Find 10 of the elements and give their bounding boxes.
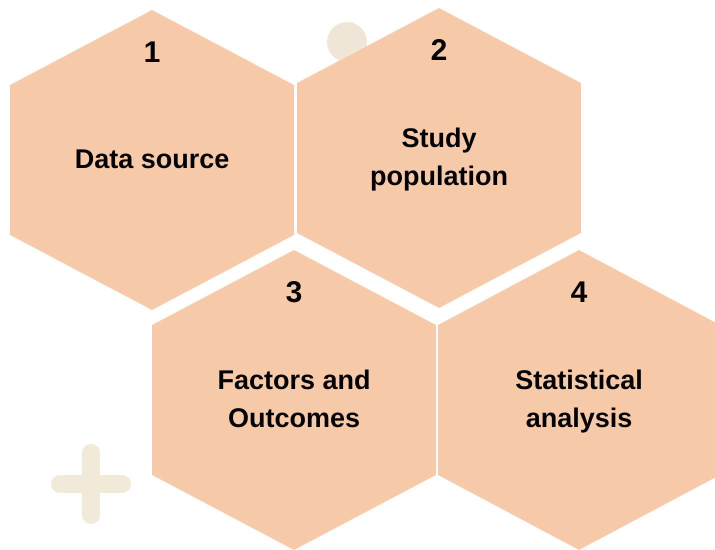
step-number: 4 — [570, 278, 588, 308]
step-number: 3 — [286, 278, 302, 308]
hexagon — [438, 250, 715, 550]
step-title: Study population — [369, 122, 509, 193]
step-number: 2 — [430, 36, 448, 66]
step-title: Factors and Outcomes — [216, 364, 372, 435]
step-number: 1 — [144, 38, 160, 68]
step-title: Data source — [74, 143, 230, 176]
step-title: Statistical analysis — [514, 364, 644, 435]
hexagon — [152, 250, 436, 550]
